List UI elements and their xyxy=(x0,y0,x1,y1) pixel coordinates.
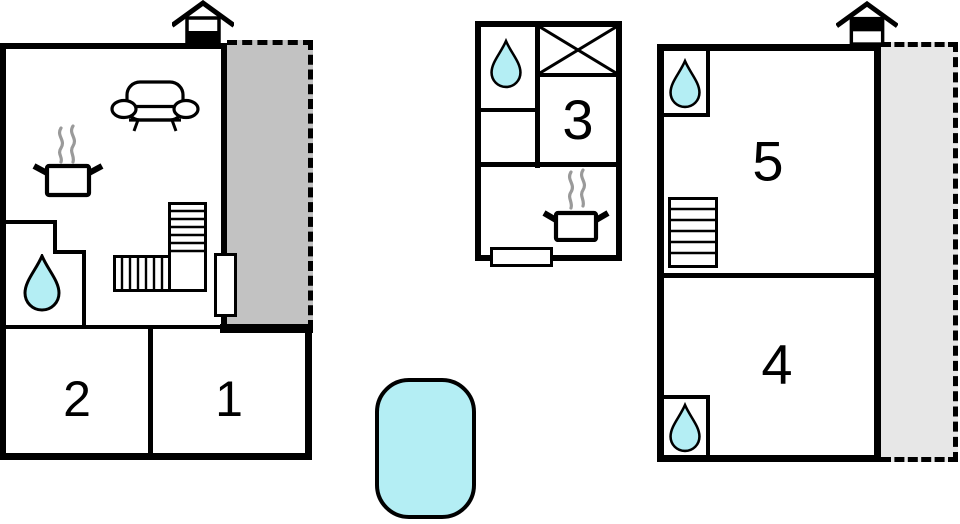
room-2: 2 xyxy=(6,329,148,453)
annex-wall xyxy=(540,73,616,77)
door-left-building xyxy=(214,253,237,317)
annex-wall xyxy=(481,108,535,112)
room-3: 3 xyxy=(540,77,616,162)
stairs-icon xyxy=(113,202,207,292)
fireplace-icon xyxy=(172,0,234,46)
terrace-left xyxy=(227,40,313,330)
stove-icon xyxy=(542,168,610,242)
annex-wall xyxy=(481,162,616,167)
room-5-label: 5 xyxy=(752,129,784,193)
room-1: 1 xyxy=(153,329,305,453)
bathroom-wall xyxy=(53,250,86,254)
room-4-label: 4 xyxy=(761,332,793,396)
water-drop-icon xyxy=(669,401,701,453)
room-3-label: 3 xyxy=(562,88,594,151)
water-drop-icon xyxy=(23,254,61,312)
door-annex xyxy=(490,247,553,267)
bathroom-cell-room4 xyxy=(664,395,710,455)
pool xyxy=(375,378,476,519)
water-drop-icon xyxy=(669,57,701,109)
bathroom-cell-room5 xyxy=(664,51,710,117)
bathroom-wall xyxy=(82,250,86,325)
terrace-bottom-wall xyxy=(220,324,313,333)
bathroom-wall xyxy=(0,220,57,224)
fireplace-icon xyxy=(836,1,898,46)
stairs-icon xyxy=(668,197,718,268)
shower-box-icon xyxy=(540,27,616,73)
water-drop-icon xyxy=(490,37,522,89)
terrace-right xyxy=(881,42,958,462)
floor-divider-wall xyxy=(664,273,874,278)
bathroom-wall xyxy=(53,220,57,254)
room-1-label: 1 xyxy=(215,371,243,427)
stove-icon xyxy=(32,124,104,198)
left-building-bedroom-row: 2 1 xyxy=(0,325,312,460)
annex-wall xyxy=(535,27,540,168)
room-divider-wall xyxy=(148,329,153,453)
room-2-label: 2 xyxy=(63,371,91,427)
sofa-icon xyxy=(110,80,200,132)
